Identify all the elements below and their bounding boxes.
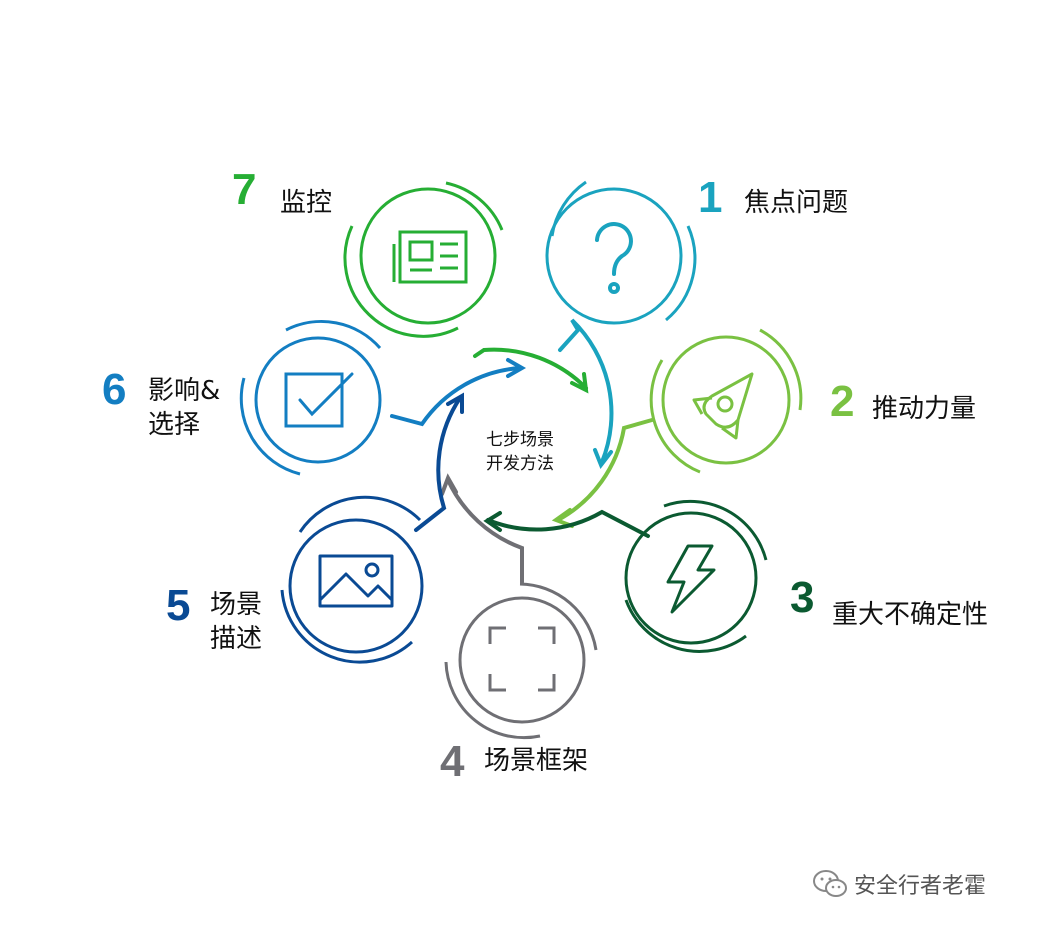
watermark: 安全行者老霍 xyxy=(812,868,986,900)
step-5-label-line1: 场景 xyxy=(210,590,263,620)
step-1-number: 1 xyxy=(698,173,723,222)
arrow-7-to-1 xyxy=(473,347,588,390)
newspaper-icon xyxy=(392,230,468,284)
step-2-label: 推动力量 xyxy=(872,394,977,424)
step-3-label: 重大不确定性 xyxy=(832,600,989,630)
step-5-node xyxy=(280,495,424,664)
arrowhead-6-to-7 xyxy=(506,358,527,378)
step-1-label: 焦点问题 xyxy=(744,188,849,218)
step-6-label: 影响& 选择 xyxy=(148,374,220,442)
step-4-node xyxy=(444,582,598,740)
arrowhead-7-to-1 xyxy=(570,372,589,394)
step-7-node xyxy=(343,181,504,338)
step-3-number: 3 xyxy=(790,573,815,622)
step-6-label-line1: 影响& xyxy=(148,376,221,406)
step-2-node xyxy=(649,328,803,474)
step-6-node xyxy=(239,320,382,476)
arrowhead-5-to-6 xyxy=(446,392,464,414)
frame-icon xyxy=(488,626,556,692)
arrow-6-to-7 xyxy=(390,366,522,427)
center-label-line2: 开发方法 xyxy=(486,454,554,474)
arrow-3-to-4 xyxy=(486,509,650,538)
arrow-5-to-6 xyxy=(414,396,462,532)
arrow-4-to-5 xyxy=(446,478,524,584)
arrowhead-4-to-5 xyxy=(440,473,458,496)
step-3-node xyxy=(624,499,768,653)
arrowhead-2-to-3 xyxy=(551,508,574,528)
watermark-text: 安全行者老霍 xyxy=(854,874,987,899)
arrowhead-3-to-4 xyxy=(483,511,502,532)
arrow-2-to-3 xyxy=(556,418,654,522)
center-label-line1: 七步场景 xyxy=(486,430,554,450)
lightning-icon xyxy=(666,544,716,614)
arrow-1-to-2 xyxy=(558,318,614,464)
step-6-label-line2: 选择 xyxy=(148,410,201,440)
connector-arrows xyxy=(390,318,654,584)
center-label: 七步场景 开发方法 xyxy=(470,428,570,476)
step-7-number: 7 xyxy=(232,165,257,214)
step-4-label: 场景框架 xyxy=(484,746,589,776)
step-2-number: 2 xyxy=(830,377,855,426)
step-5-number: 5 xyxy=(166,581,191,630)
step-1-node xyxy=(545,180,697,325)
step-7-label: 监控 xyxy=(280,188,333,218)
wechat-icon xyxy=(813,870,847,897)
question-icon xyxy=(595,222,633,294)
step-6-number: 6 xyxy=(102,365,127,414)
step-5-label-line2: 描述 xyxy=(210,624,263,654)
rocket-icon xyxy=(692,372,754,440)
image-icon xyxy=(318,554,394,608)
step-5-label: 场景 描述 xyxy=(210,588,262,656)
arrowhead-1-to-2 xyxy=(593,448,613,470)
checkbox-icon xyxy=(284,372,354,428)
step-4-number: 4 xyxy=(440,737,465,786)
